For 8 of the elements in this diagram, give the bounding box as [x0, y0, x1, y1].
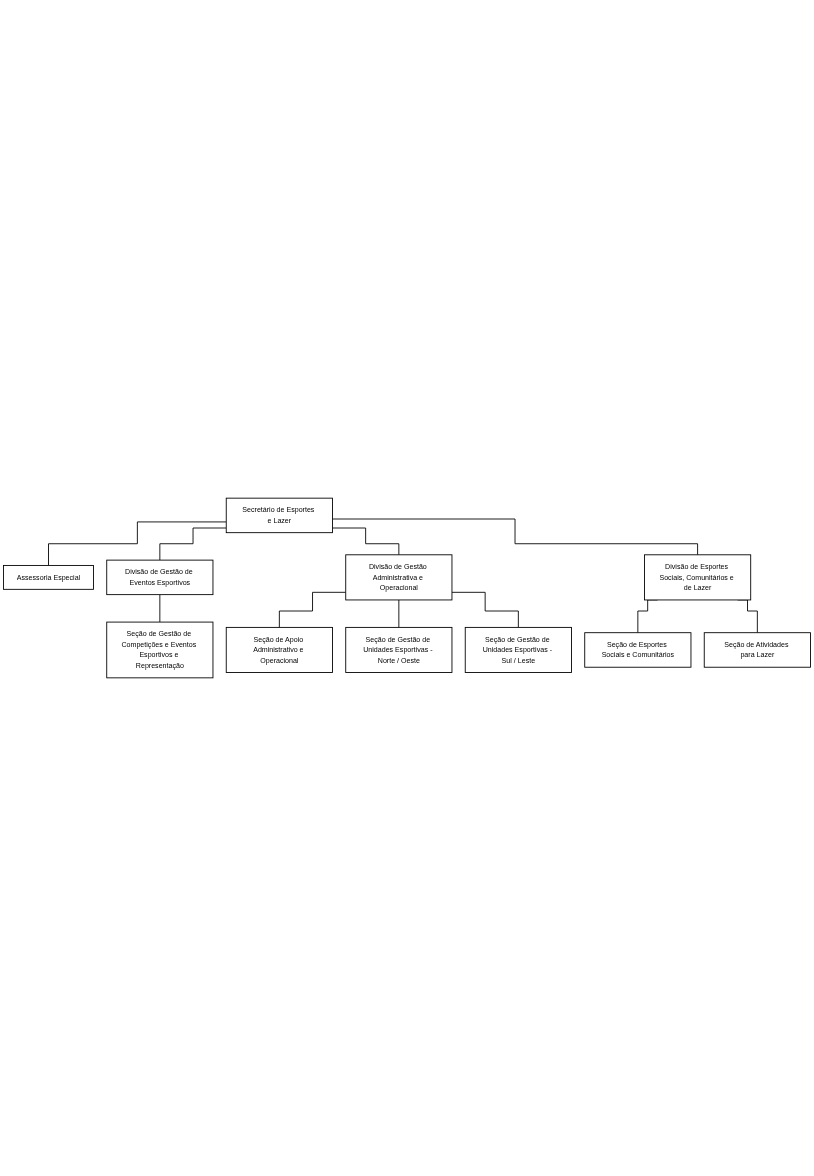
connector: [398, 599, 400, 628]
connector: [48, 521, 227, 566]
connector: [332, 527, 400, 556]
connector: [278, 591, 347, 628]
connector: [332, 518, 699, 556]
connector: [159, 594, 161, 623]
connector: [451, 591, 519, 628]
connector: [159, 527, 227, 561]
